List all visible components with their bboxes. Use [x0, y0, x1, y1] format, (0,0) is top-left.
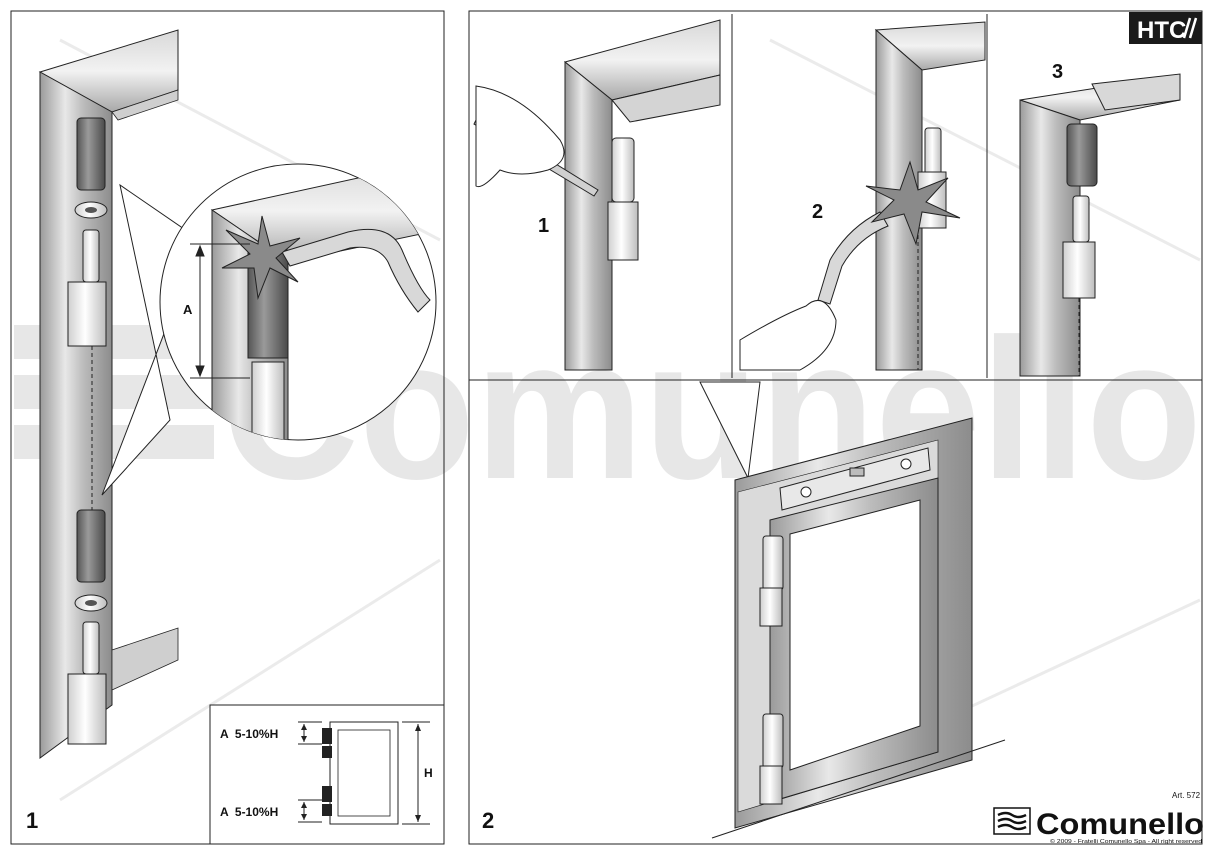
- substep-1-number: 1: [538, 215, 549, 237]
- panel-left-step-number: 1: [26, 808, 38, 833]
- substep-3-finished-hinge: 3: [1019, 61, 1181, 377]
- door-hinge-top-cap: [762, 535, 784, 591]
- hinge-pin-upper: [82, 229, 100, 283]
- weld-spark-icon: [221, 215, 301, 300]
- substep-1-hinge-cap: [611, 137, 635, 203]
- article-number: Art. 572: [1172, 791, 1201, 800]
- substep-3-hinge-cap: [1066, 123, 1098, 187]
- substep-2-spark-icon: [865, 160, 961, 246]
- inset-door-outline: [329, 721, 399, 825]
- hinge-cap-lower: [76, 509, 106, 583]
- lower-hinge-exploded: [67, 509, 108, 745]
- weld-torch-icon: [281, 228, 431, 313]
- hinge-pin-lower: [82, 621, 100, 675]
- inset-border: [209, 704, 445, 845]
- upper-hinge-exploded: [67, 117, 108, 510]
- hand-torch-icon: [739, 299, 837, 371]
- substep-3-hinge-leaf: [1062, 241, 1096, 299]
- panel-right: HTC 1 2: [468, 10, 1204, 845]
- door-hinge-bottom-cap: [762, 713, 784, 769]
- substep-2-pin: [924, 127, 942, 177]
- inset-hinge-placement: A 5-10%H A 5-10%H H: [209, 704, 445, 845]
- dimension-a: [190, 243, 250, 379]
- weld-callout: A: [101, 163, 437, 496]
- logo-text: Comunello: [1036, 808, 1204, 841]
- door-panel-glass: [789, 499, 921, 771]
- spirit-level-icon: [779, 447, 931, 511]
- hinge-leaf-upper: [67, 281, 107, 347]
- dimension-a-label: A: [183, 302, 193, 317]
- comunello-logo: Art. 572 Comunello © 2009 - Fratelli Com…: [993, 791, 1204, 845]
- assembled-door: [699, 381, 1006, 839]
- substep-3-number: 3: [1052, 61, 1063, 83]
- substep-2-weld-cap: 2: [739, 21, 986, 371]
- substep-1-mark-position: 1: [473, 19, 721, 371]
- inset-hinge-bottom-icon: [322, 786, 332, 802]
- comunello-logo-icon: [993, 807, 1031, 835]
- panel-right-border: [468, 10, 1203, 845]
- hinge-cap-upper: [76, 117, 106, 191]
- inset-bottom-label: A 5-10%H: [220, 805, 278, 819]
- hand-marking-icon: [475, 85, 565, 188]
- inset-height-label: H: [424, 766, 433, 780]
- door-hinge-top-leaf: [759, 587, 783, 627]
- panel-right-step-number: 2: [482, 808, 494, 833]
- hinge-leaf-lower: [67, 673, 107, 745]
- substep-1-hinge-leaf: [607, 201, 639, 261]
- htc-badge: HTC: [1129, 12, 1202, 44]
- substep-3-pin: [1072, 195, 1090, 243]
- copyright-text: © 2009 - Fratelli Comunello Spa - All ri…: [1050, 838, 1202, 845]
- panel-left: A: [10, 10, 445, 845]
- htc-badge-text: HTC: [1137, 17, 1186, 44]
- htc-slash-icon: [1182, 17, 1198, 39]
- inset-top-label: A 5-10%H: [220, 727, 278, 741]
- substep-2-number: 2: [812, 201, 823, 223]
- door-hinge-bottom-leaf: [759, 765, 783, 805]
- inset-hinge-top-icon: [322, 728, 332, 744]
